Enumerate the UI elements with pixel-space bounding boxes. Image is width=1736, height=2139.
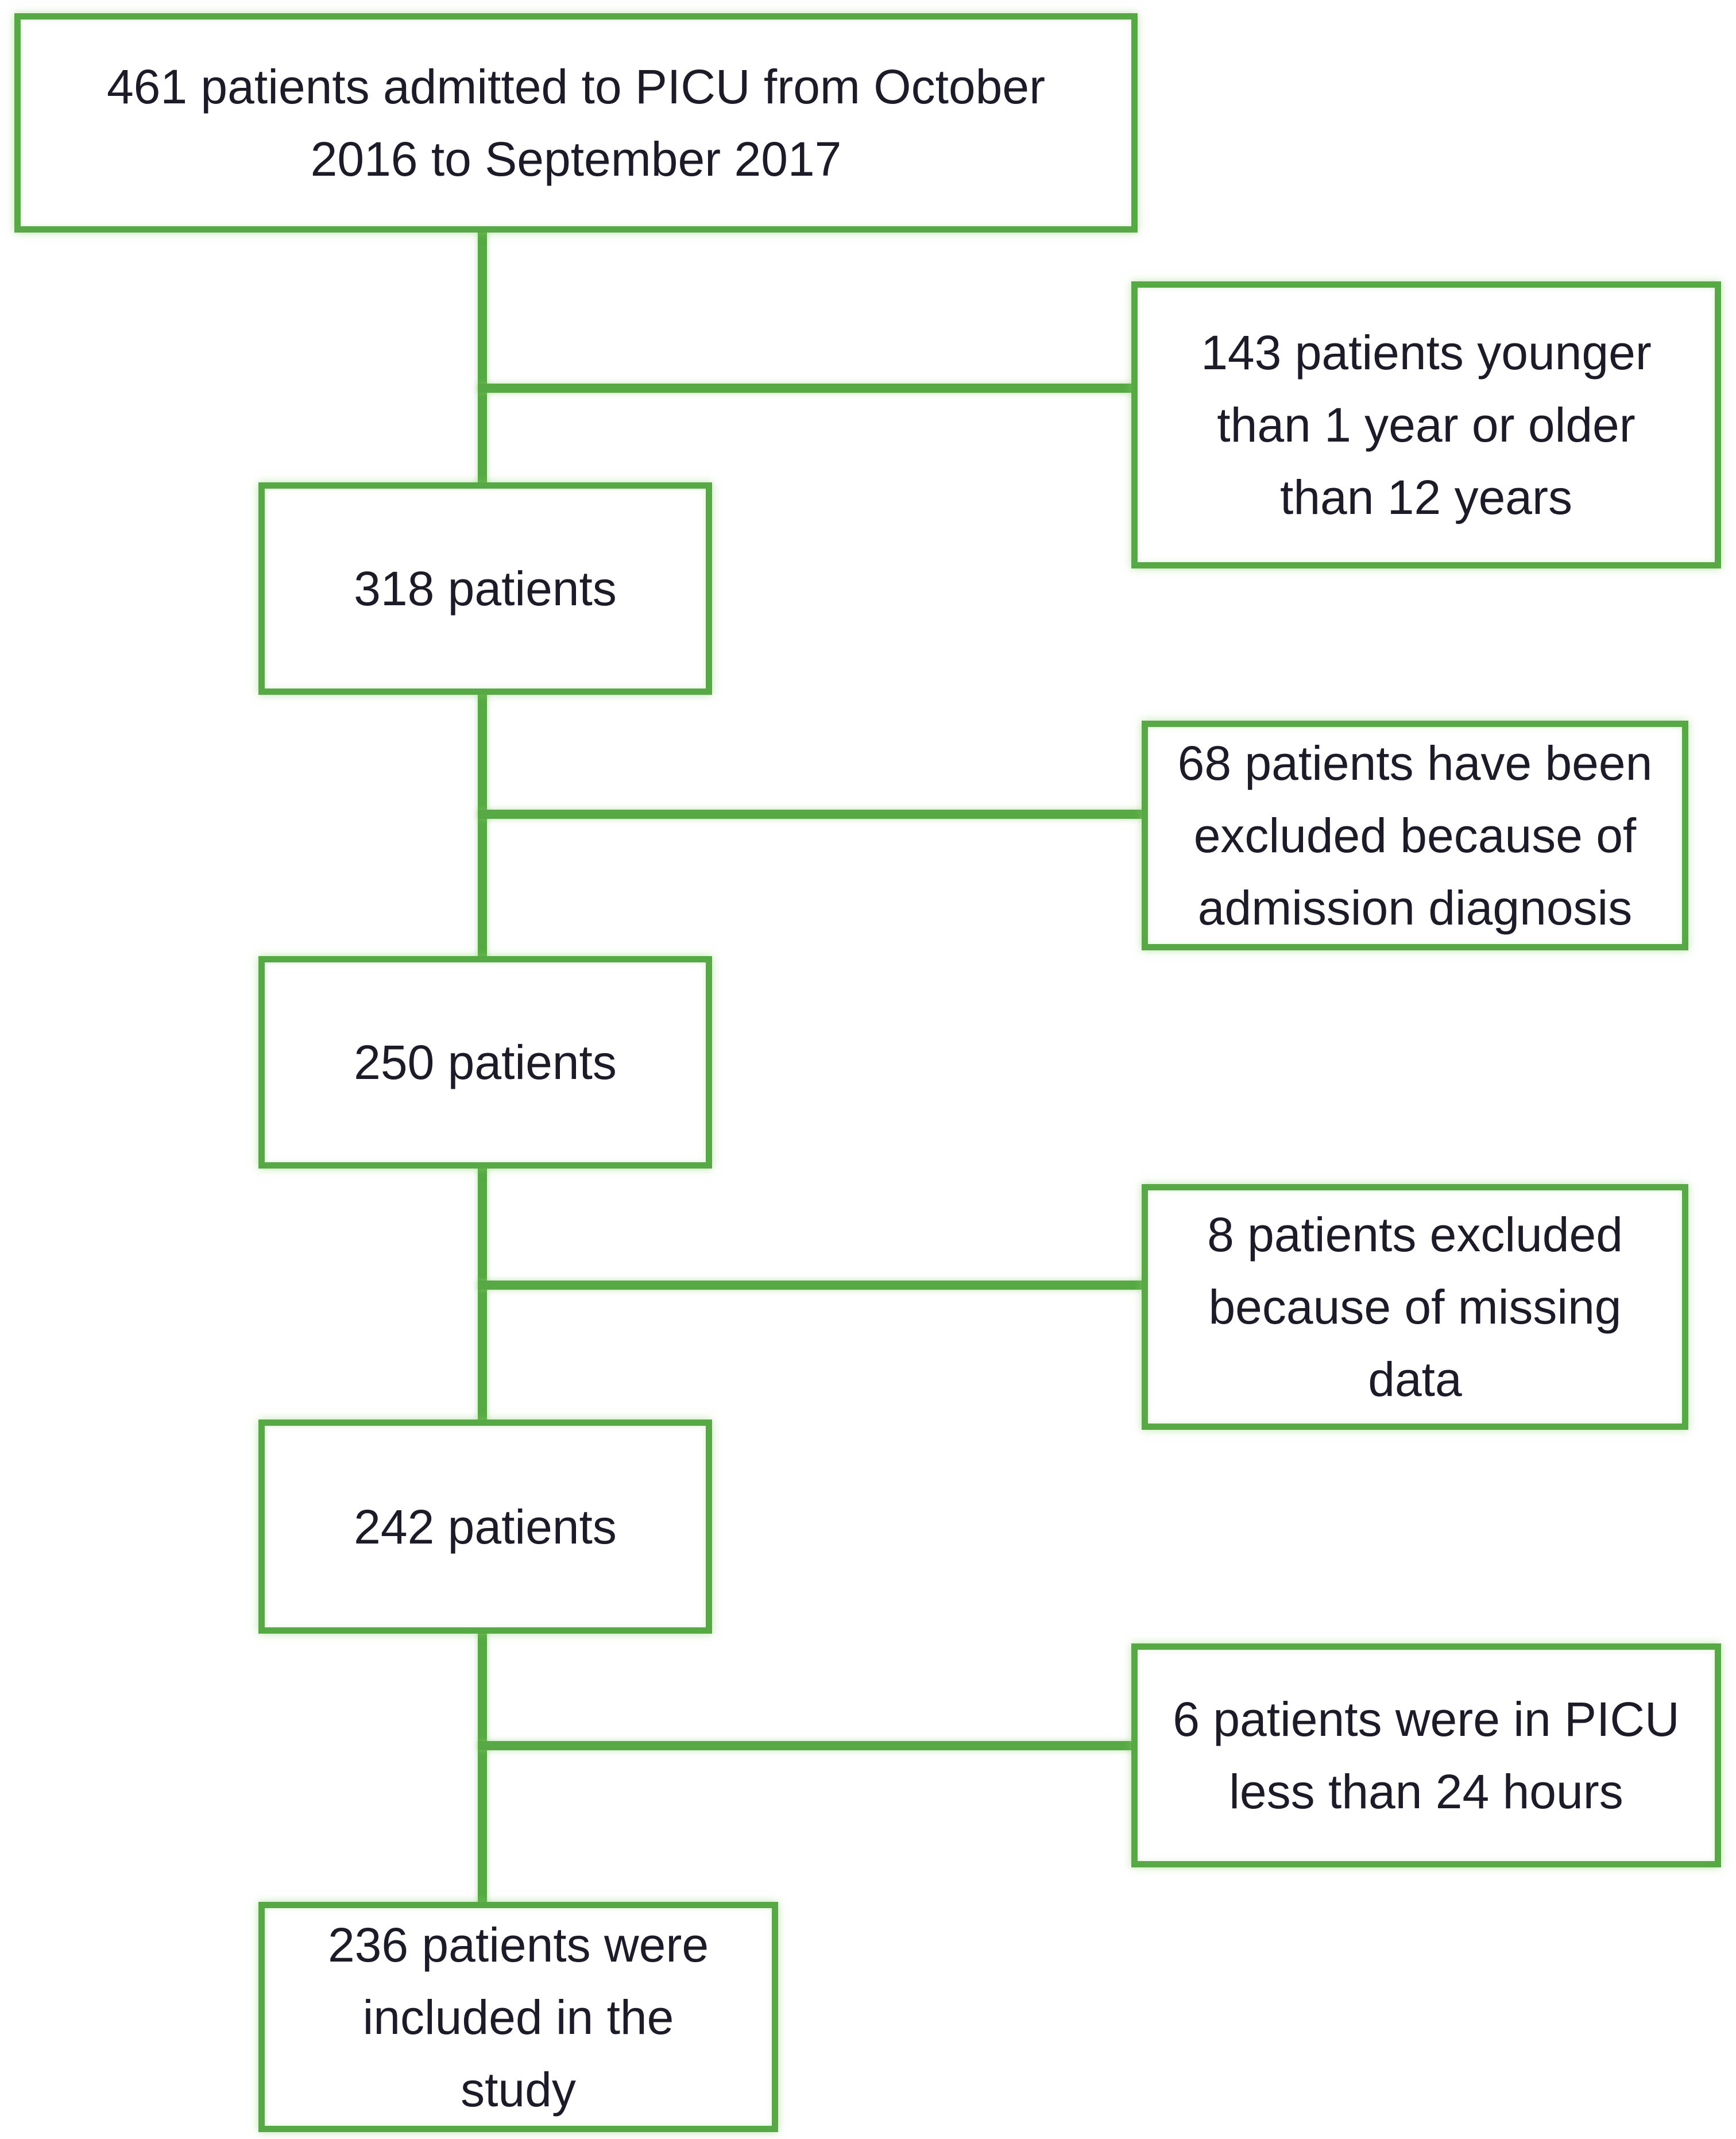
connector-branch-excluded-short-stay [478,1741,1144,1750]
node-after-age-filter: 318 patients [258,482,712,695]
node-after-diagnosis-filter: 250 patients [258,956,712,1169]
connector-vertical-242-to-236 [478,1631,487,1906]
node-excluded-short-stay: 6 patients were in PICU less than 24 hou… [1131,1643,1721,1867]
connector-vertical-admitted-to-318 [478,229,487,487]
connector-branch-excluded-age [478,384,1144,393]
node-after-missing-data-filter: 242 patients [258,1419,712,1634]
node-excluded-admission-diagnosis: 68 patients have been excluded because o… [1142,721,1688,950]
connector-branch-excluded-diagnosis [478,810,1144,819]
connector-vertical-318-to-250 [478,692,487,961]
connector-vertical-250-to-242 [478,1166,487,1424]
node-included-final: 236 patients were included in the study [258,1902,778,2132]
node-excluded-missing-data: 8 patients excluded because of missing d… [1142,1184,1688,1430]
connector-branch-excluded-missing-data [478,1281,1144,1290]
node-excluded-age: 143 patients younger than 1 year or olde… [1131,281,1721,568]
node-admitted-total: 461 patients admitted to PICU from Octob… [14,13,1138,233]
